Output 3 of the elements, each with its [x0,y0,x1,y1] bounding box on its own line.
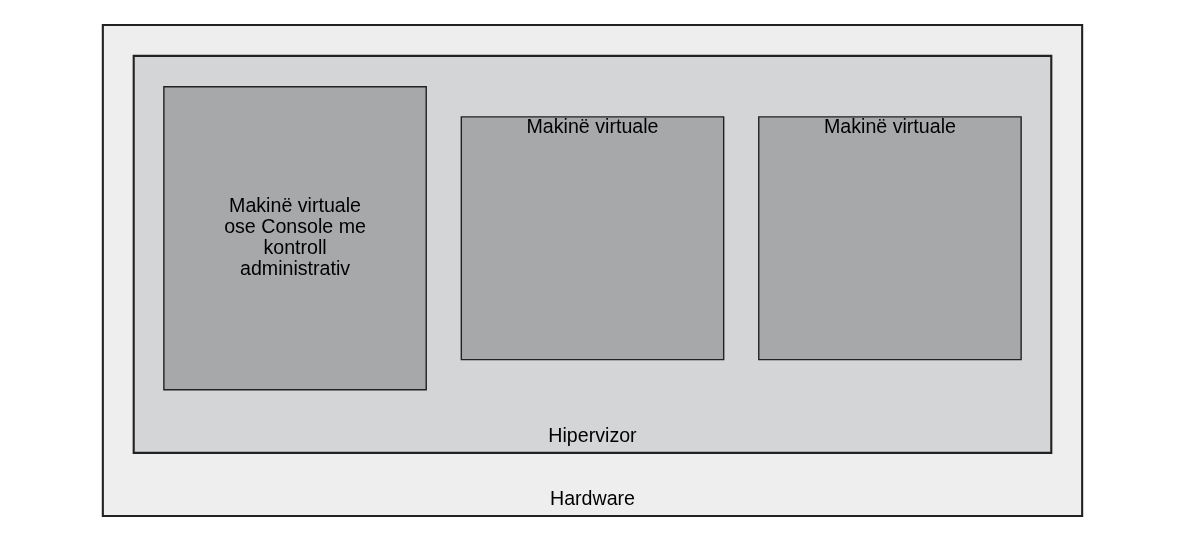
node-box: Makinë virtuale [757,116,1022,361]
node-box: Makinë virtuale [460,116,724,361]
node-box: Makinë virtuale ose Console me kontroll administrativ [162,86,427,391]
